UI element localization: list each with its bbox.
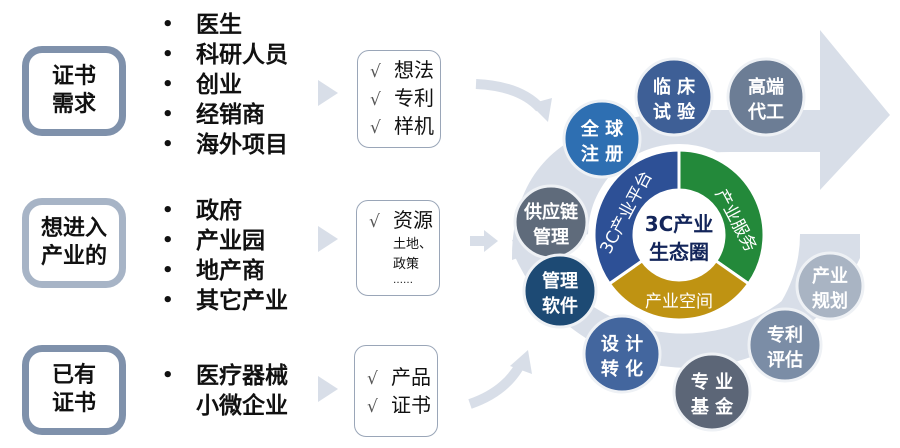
service-bubble-circle (562, 99, 642, 179)
service-bubble: 设 计转 化 (582, 314, 662, 394)
arrow-right-icon (318, 226, 338, 252)
group-title-line: 已有 (51, 363, 96, 388)
group-title-line: 想进入 (40, 216, 107, 241)
list-item: 医生 (162, 10, 288, 40)
service-bubble-label: 转 化 (601, 358, 643, 380)
feeder-arrow-top-head (530, 98, 552, 122)
list-item: 地产商 (162, 256, 288, 286)
service-bubble-label: 评估 (767, 349, 803, 371)
ecosystem-center-title: 3C产业 (645, 212, 714, 236)
benefit-item: √ 产品 (367, 364, 437, 392)
group-title-line: 证书 (51, 64, 96, 89)
feeder-arrow-mid-head (484, 230, 498, 252)
segment-industry-service (677, 148, 766, 286)
list-item: 海外项目 (162, 130, 288, 160)
group-title-box: 想进入 产业的 (22, 198, 126, 288)
service-bubble-label: 管理 (542, 270, 578, 292)
list-item: 医疗器械 (162, 361, 288, 391)
ecosystem-center (635, 191, 723, 279)
group-title-line: 证书 (51, 391, 96, 416)
service-bubble-circle (582, 314, 662, 394)
benefit-box: √ 想法 √ 专利 √ 样机 (357, 50, 441, 148)
arrow-right-icon (318, 376, 338, 402)
feeder-arrow-bottom (468, 362, 525, 409)
list-item: 经销商 (162, 100, 288, 130)
segment-label-space: 产业空间 (645, 292, 713, 312)
benefit-box: √ 产品 √ 证书 (354, 345, 438, 437)
service-bubble-circle (726, 57, 806, 137)
list-item: 其它产业 (162, 286, 288, 316)
segment-industry-space (607, 258, 751, 322)
benefit-text: 想法 (394, 58, 434, 82)
service-bubble-label: 全 球 (580, 118, 624, 140)
benefit-text: 产品 (391, 365, 431, 389)
service-bubble-label: 规划 (812, 290, 848, 312)
service-bubble-label: 产业 (812, 265, 848, 287)
service-bubble-label: 注 册 (581, 143, 623, 165)
list-item: 政府 (162, 196, 288, 226)
group-title-line: 需求 (51, 92, 96, 117)
check-icon: √ (370, 118, 381, 138)
benefit-subtext: 土地、 (393, 237, 433, 252)
service-bubble-label: 设 计 (601, 333, 643, 355)
list-item: 小微企业 (196, 393, 288, 419)
service-bubble-label: 供应链 (523, 201, 579, 223)
service-bubble-label: 高端 (748, 76, 784, 98)
group-item-list: 医疗器械 小微企业 (162, 361, 288, 421)
arrow-right-icon (318, 80, 338, 106)
group-title-box: 已有 证书 (22, 345, 126, 435)
service-bubble-circle (634, 57, 714, 137)
service-bubble-label: 临 床 (653, 76, 696, 98)
benefit-text: 证书 (391, 393, 431, 417)
service-bubble-circle (795, 251, 865, 321)
list-item: 科研人员 (162, 40, 288, 70)
benefit-subtext: …… (393, 275, 413, 286)
benefit-text: 样机 (394, 114, 434, 138)
service-bubble-label: 基 金 (690, 396, 734, 418)
service-bubble-label: 专利 (767, 324, 803, 346)
service-bubble-label: 专 业 (691, 371, 733, 393)
check-icon: √ (369, 212, 380, 232)
feeder-arrow-bottom-head (510, 350, 532, 374)
service-bubble-label: 软件 (542, 295, 578, 317)
service-bubble-circle (672, 352, 752, 432)
list-item: 产业园 (162, 226, 288, 256)
segment-3c-platform (592, 148, 681, 286)
group-title-box: 证书 需求 (22, 46, 126, 136)
service-bubble-circle (522, 253, 598, 329)
group-item-list: 医生 科研人员 创业 经销商 海外项目 (162, 10, 288, 160)
benefit-text: 资源 (393, 208, 433, 232)
service-bubble: 专 业基 金 (672, 352, 752, 432)
benefit-item: √ 资源 (369, 207, 439, 235)
benefit-item: √ 样机 (370, 113, 440, 141)
service-bubble: 全 球注 册 (562, 99, 642, 179)
feeder-arrow-mid (470, 236, 486, 246)
benefit-item: √ 想法 (370, 57, 440, 85)
benefit-subtext: 政策 (393, 257, 420, 272)
check-icon: √ (370, 90, 381, 110)
service-bubble-label: 代工 (747, 102, 784, 123)
benefit-text: 专利 (394, 86, 434, 110)
benefit-item: √ 证书 (367, 392, 437, 420)
benefit-box: √ 资源 土地、 政策 …… (356, 200, 440, 296)
group-item-list: 政府 产业园 地产商 其它产业 (162, 196, 288, 316)
service-bubble-circle (747, 307, 823, 383)
service-bubble: 临 床试 验 (634, 57, 714, 137)
service-bubble-label: 试 验 (653, 101, 696, 123)
check-icon: √ (370, 62, 381, 82)
group-title-line: 产业的 (40, 244, 107, 269)
ecosystem-center-title: 生态圈 (649, 240, 709, 264)
service-bubble-label: 管理 (533, 226, 569, 248)
check-icon: √ (367, 397, 378, 417)
list-item: 创业 (162, 70, 288, 100)
check-icon: √ (367, 369, 378, 389)
benefit-item: √ 专利 (370, 85, 440, 113)
